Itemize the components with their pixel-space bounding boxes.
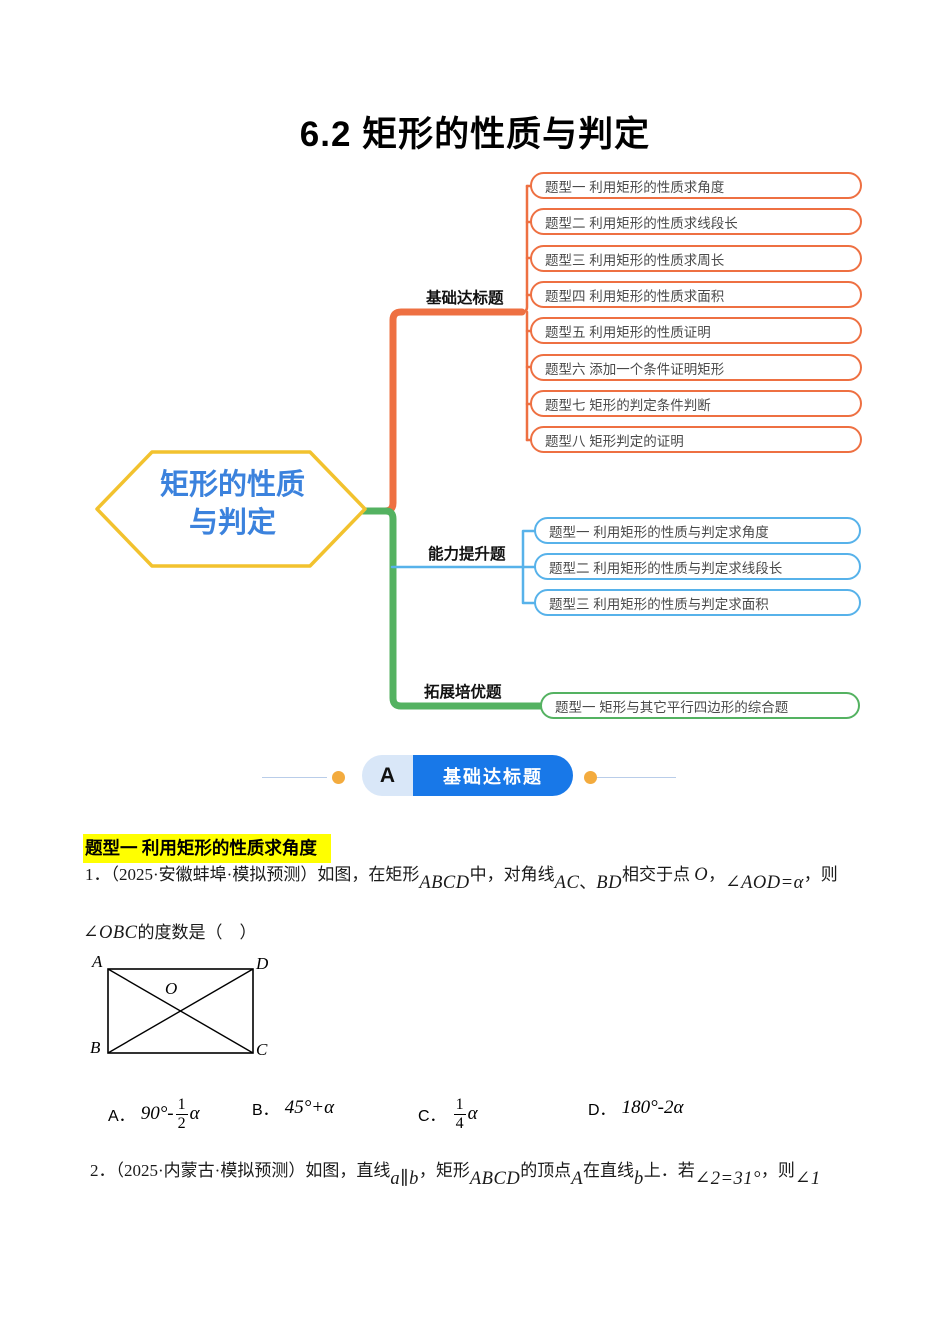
mindmap-root-hexagon [95, 450, 367, 568]
choice-a-label: A． [108, 1108, 135, 1126]
vertex-label-d: D [256, 954, 269, 973]
choice-a[interactable]: A． 90°- 1 2 α [108, 1096, 200, 1132]
math-run: ∠AOD=α [725, 873, 804, 893]
section-badge-letter: A [362, 755, 413, 796]
choice-d-text: 180°-2α [621, 1097, 684, 1118]
problem1-diagram: A D B C O [86, 952, 276, 1064]
center-label-o: O [165, 979, 178, 998]
problem1-line2: ∠OBC的度数是（ ） [83, 920, 257, 947]
math-run: BD [596, 873, 622, 893]
text-run: 中，对角线 [469, 865, 555, 884]
mindmap-node[interactable]: 题型七 矩形的判定条件判断 [530, 390, 862, 417]
problem-type-heading: 题型一 利用矩形的性质求角度 [83, 834, 331, 863]
mindmap-node[interactable]: 题型四 利用矩形的性质求面积 [530, 281, 862, 308]
choice-d-label: D． [588, 1102, 616, 1119]
text-run: 上．若 [643, 1161, 695, 1180]
mindmap-node[interactable]: 题型一 利用矩形的性质求角度 [530, 172, 862, 199]
mindmap-node[interactable]: 题型一 矩形与其它平行四边形的综合题 [540, 692, 860, 719]
choice-a-fraction: 1 2 [175, 1096, 188, 1132]
text-run: 在直线 [583, 1161, 634, 1180]
branch-label-advanced: 能力提升题 [428, 546, 506, 563]
mindmap-connectors [95, 184, 549, 710]
choice-c-fraction: 1 4 [453, 1096, 466, 1132]
section-badge-label: 基础达标题 [413, 755, 573, 796]
text-run: 相交于点 [621, 865, 695, 884]
text-run: 的度数是（ ） [137, 923, 257, 942]
problem1-line1: 1．（2025·安徽蚌埠·模拟预测）如图，在矩形ABCD中，对角线AC、BD相交… [85, 862, 838, 893]
math-run: a∥b [390, 1169, 419, 1189]
math-run: O [694, 865, 709, 885]
vertex-label-a: A [92, 952, 103, 971]
mindmap-node[interactable]: 题型五 利用矩形的性质证明 [530, 317, 862, 344]
choice-b-label: B． [252, 1102, 279, 1119]
problem2-line1: 2．（2025·内蒙古·模拟预测）如图，直线a∥b，矩形ABCD的顶点A在直线b… [90, 1158, 821, 1189]
choice-b-text: 45°+α [284, 1097, 335, 1118]
text-run: ，则 [760, 1161, 795, 1180]
math-run: ∠2=31° [694, 1169, 761, 1189]
branch-label-basic: 基础达标题 [426, 290, 504, 307]
choice-d[interactable]: D． 180°-2α [588, 1096, 683, 1120]
math-run: A [571, 1169, 583, 1189]
math-run: AC [554, 873, 580, 893]
separator-dot-left [332, 771, 345, 784]
math-run: ∠1 [794, 1169, 821, 1189]
page-title: 6.2 矩形的性质与判定 [299, 115, 651, 154]
mindmap-node[interactable]: 题型六 添加一个条件证明矩形 [530, 354, 862, 381]
vertex-label-c: C [256, 1040, 268, 1059]
text-run: 的顶点 [520, 1161, 572, 1180]
text-run: ，矩形 [418, 1161, 470, 1180]
math-run: ABCD [419, 873, 470, 893]
branch-label-extension: 拓展培优题 [424, 684, 502, 701]
vertex-label-b: B [90, 1038, 101, 1057]
mindmap-node[interactable]: 题型一 利用矩形的性质与判定求角度 [534, 517, 861, 544]
mindmap-node[interactable]: 题型八 矩形判定的证明 [530, 426, 862, 453]
mindmap-node[interactable]: 题型三 利用矩形的性质求周长 [530, 245, 862, 272]
separator-line-right [597, 777, 676, 778]
text-run: 、 [579, 873, 597, 892]
choice-a-pre: 90°- [140, 1103, 174, 1125]
mindmap-node[interactable]: 题型二 利用矩形的性质与判定求线段长 [534, 553, 861, 580]
mindmap-node[interactable]: 题型二 利用矩形的性质求线段长 [530, 208, 862, 235]
mindmap-node[interactable]: 题型三 利用矩形的性质与判定求面积 [534, 589, 861, 616]
text-run: 2．（2025·内蒙古·模拟预测）如图，直线 [90, 1161, 391, 1180]
math-run: b [634, 1169, 644, 1189]
text-run: ，则 [803, 865, 838, 884]
rectangle-figure [107, 968, 254, 1054]
choice-c-post: α [467, 1103, 478, 1125]
text-run: ， [708, 865, 726, 884]
mindmap-root-title: 矩形的性质 与判定 [159, 469, 305, 539]
math-run: ∠OBC [83, 923, 138, 943]
choice-c-label: C． [418, 1108, 446, 1126]
separator-dot-right [584, 771, 597, 784]
choice-b[interactable]: B． 45°+α [252, 1096, 334, 1120]
choice-a-post: α [189, 1103, 200, 1125]
choice-c[interactable]: C． 1 4 α [418, 1096, 478, 1132]
separator-line-left [262, 777, 327, 778]
text-run: 1．（2025·安徽蚌埠·模拟预测）如图，在矩形 [85, 865, 420, 884]
math-run: ABCD [469, 1169, 521, 1189]
